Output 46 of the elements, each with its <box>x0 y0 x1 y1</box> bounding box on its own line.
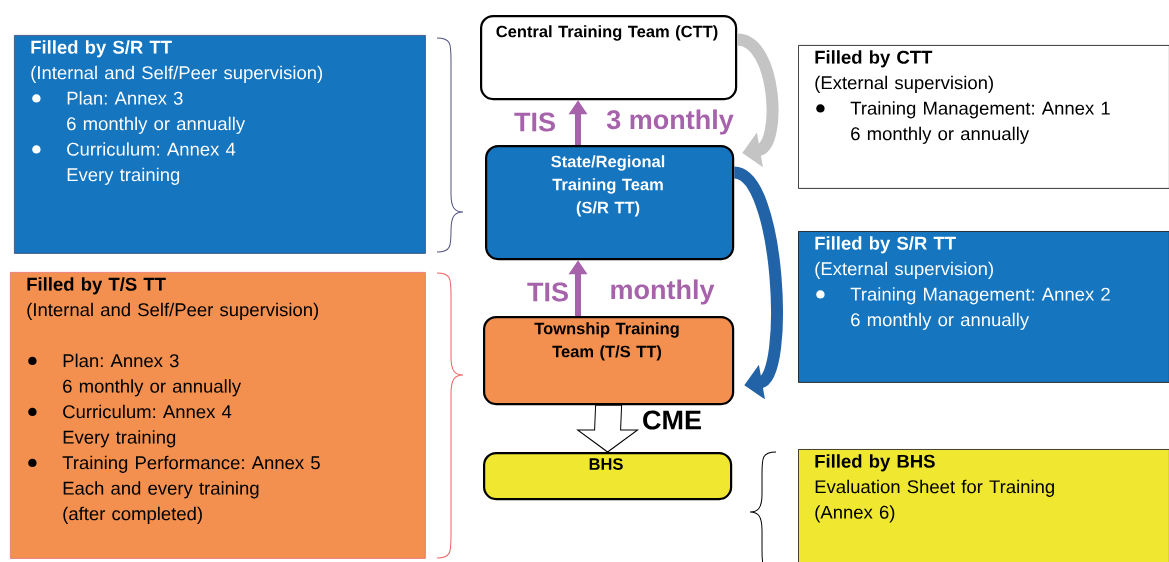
box-label: Central Training Team (CTT) <box>496 25 718 41</box>
info-box <box>798 231 1169 383</box>
box-heading: Filled by T/S TT <box>27 277 166 295</box>
info-box <box>14 35 426 254</box>
block-arrow <box>577 404 639 453</box>
box-subtitle: (Internal and Self/Peer supervision) <box>31 65 323 83</box>
box-label: State/Regional Training Team (S/R TT) <box>551 155 665 217</box>
box-subtitle: Evaluation Sheet for Training <box>815 479 1054 497</box>
box-subtitle: (Internal and Self/Peer supervision) <box>27 302 319 320</box>
frequency-label: monthly <box>611 279 715 305</box>
list-item-detail: Every training <box>63 430 176 448</box>
edge-label: TIS <box>514 112 555 132</box>
list-item: Training Management: Annex 2 <box>850 287 1110 305</box>
box-heading: Filled by CTT <box>815 50 933 68</box>
box-heading: Filled by BHS <box>815 454 935 472</box>
info-box <box>798 449 1169 562</box>
box-subtitle: (Annex 6) <box>815 505 895 523</box>
list-item-detail: 6 monthly or annually <box>63 379 242 397</box>
team-box <box>483 452 733 501</box>
box-label: BHS <box>589 458 623 470</box>
info-box <box>10 272 426 559</box>
list-item-detail: 6 monthly or annually <box>851 312 1030 330</box>
edge-label: TIS <box>527 282 568 302</box>
list-item: Curriculum: Annex 4 <box>67 142 236 156</box>
list-item-detail: (after completed) <box>63 506 202 524</box>
list-item: Plan: Annex 3 <box>67 91 183 105</box>
info-box <box>798 45 1169 189</box>
list-item: Training Performance: Annex 5 <box>62 455 320 473</box>
box-subtitle: (External supervision) <box>815 261 993 279</box>
box-heading: Filled by S/R TT <box>31 40 172 58</box>
team-box <box>483 316 735 406</box>
list-item-detail: 6 monthly or annually <box>851 126 1030 144</box>
list-item-detail: Every training <box>67 167 180 185</box>
team-box <box>480 15 738 101</box>
list-item: Curriculum: Annex 4 <box>63 404 232 419</box>
list-item: Training Management: Annex 1 <box>850 101 1110 119</box>
box-subtitle: (External supervision) <box>815 75 993 93</box>
list-item: Plan: Annex 3 <box>63 353 179 368</box>
list-item-detail: 6 monthly or annually <box>67 116 246 134</box>
team-box <box>485 145 735 261</box>
frequency-label: 3 monthly <box>606 109 734 135</box>
box-label: Township Training Team (T/S TT) <box>534 322 679 361</box>
edge-label: CME <box>643 410 701 430</box>
curved-arrow <box>735 33 779 168</box>
list-item-detail: Each and every training <box>63 481 259 499</box>
box-heading: Filled by S/R TT <box>815 236 956 254</box>
